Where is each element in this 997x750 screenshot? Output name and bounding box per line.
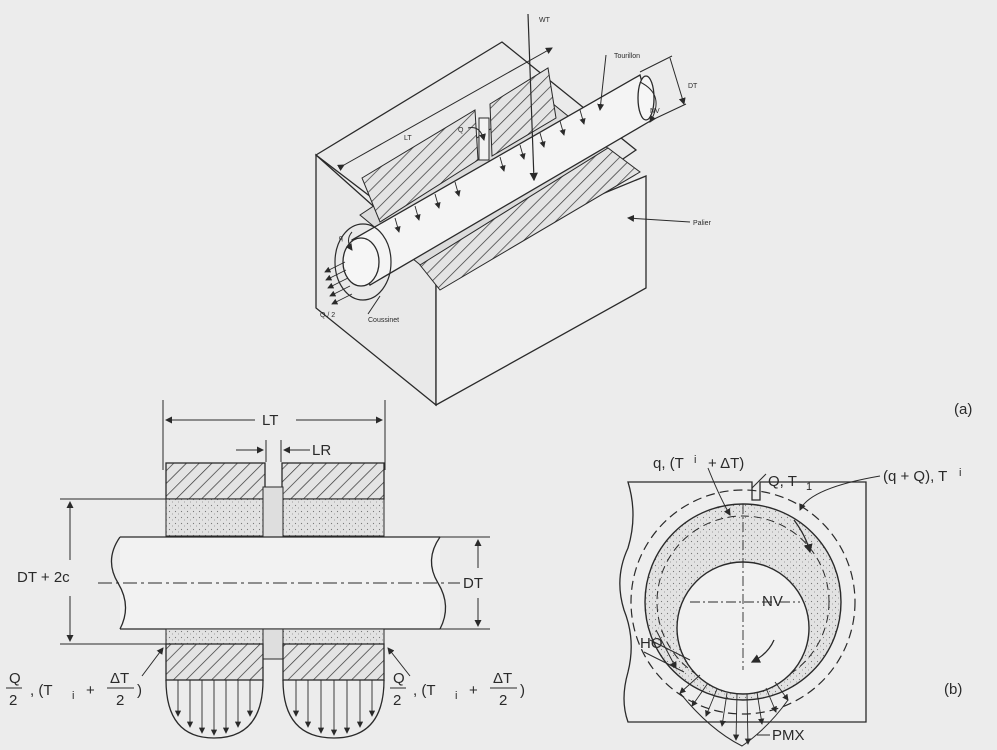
upper-groove — [262, 486, 284, 538]
label-i-right: i — [455, 690, 457, 702]
label-plus-right: + — [469, 682, 478, 699]
label-i-sup2: i — [959, 467, 961, 479]
label-lr: LR — [312, 442, 331, 459]
label-lt-section: LT — [262, 412, 278, 429]
label-q-ti: q, (T — [653, 455, 684, 472]
label-wt: WT — [539, 17, 551, 24]
label-pmx: PMX — [772, 727, 805, 744]
pressure-arrows-right — [292, 680, 376, 736]
label-dt2c: DT + 2c — [17, 569, 70, 586]
shaft-end-far — [637, 75, 655, 121]
end-view: q, (T i + ΔT) Q, T 1 (q + Q), T i NV HO … — [619, 454, 961, 747]
pressure-envelope — [679, 692, 789, 747]
label-dt-den-right: 2 — [499, 692, 507, 709]
longitudinal-section: LT LR DT + 2c DT — [6, 400, 525, 739]
panel-tag-a: (a) — [954, 401, 972, 418]
label-plus-dt: + ΔT) — [708, 455, 744, 472]
label-q-top: Q — [458, 127, 464, 134]
label-q-small: q — [339, 235, 343, 242]
label-one: 1 — [806, 481, 812, 493]
label-close-right: ) — [520, 682, 525, 699]
ho-arrow — [655, 629, 677, 669]
pressure-arrows-left — [174, 680, 254, 736]
q-flow-arrow — [707, 467, 731, 516]
upper-bearing-right — [281, 462, 385, 500]
label-qQ-ti: (q + Q), T — [883, 468, 947, 485]
label-nv-end: NV — [762, 593, 783, 610]
label-two-left: 2 — [9, 692, 17, 709]
label-comma-ti-right: , (T — [413, 682, 436, 699]
circulation-arrow — [793, 519, 813, 554]
label-dt-num-right: ΔT — [493, 670, 512, 687]
label-close-left: ) — [137, 682, 142, 699]
label-tourillon: Tourillon — [614, 53, 640, 60]
panel-tag-b: (b) — [944, 681, 962, 698]
label-ho: HO — [640, 635, 663, 652]
label-i-left: i — [72, 690, 74, 702]
label-dt-section: DT — [463, 575, 483, 592]
label-coussinet: Coussinet — [368, 317, 399, 324]
label-nv-top: NV — [650, 108, 660, 115]
label-q-right-num: Q — [393, 670, 405, 687]
pressure-fan-arrows — [679, 674, 789, 745]
q-side-arrow — [345, 231, 353, 251]
label-two-right: 2 — [393, 692, 401, 709]
upper-bearing-left — [165, 462, 266, 500]
lt-dimension — [337, 47, 553, 171]
nv-arrow — [750, 639, 775, 663]
label-palier: Palier — [693, 220, 712, 227]
bushing-ring — [334, 223, 392, 301]
bearing-hatch-lower — [419, 147, 641, 291]
pressure-lobe-right — [282, 679, 385, 739]
nv-rotation-arrow — [639, 81, 657, 123]
side-leakage-arrows — [324, 261, 353, 305]
outer-dashed-circle — [630, 489, 856, 715]
label-q-t1: Q, T — [768, 473, 797, 490]
shaft-break-right — [430, 536, 447, 630]
label-q-left-num: Q — [9, 670, 21, 687]
label-dt-num-left: ΔT — [110, 670, 129, 687]
isometric-bearing: WT Tourillon DT NV Q LT q Palier Q / 2 C… — [314, 13, 712, 407]
label-lt-top: LT — [404, 135, 412, 142]
label-dt-top: DT — [688, 83, 698, 90]
label-plus-left: + — [86, 682, 95, 699]
lower-bearing-right — [282, 643, 385, 681]
pressure-lobe-left — [165, 679, 264, 739]
qQ-flow-arrow — [799, 475, 881, 511]
label-dt-den-left: 2 — [116, 692, 124, 709]
lower-bearing-left — [165, 643, 264, 681]
label-i-sup: i — [694, 454, 696, 466]
lower-groove — [262, 628, 284, 660]
shaft-end-near — [342, 237, 380, 287]
label-q-half: Q / 2 — [320, 312, 335, 319]
label-comma-ti-left: , (T — [30, 682, 53, 699]
dt-dimension — [669, 57, 686, 105]
